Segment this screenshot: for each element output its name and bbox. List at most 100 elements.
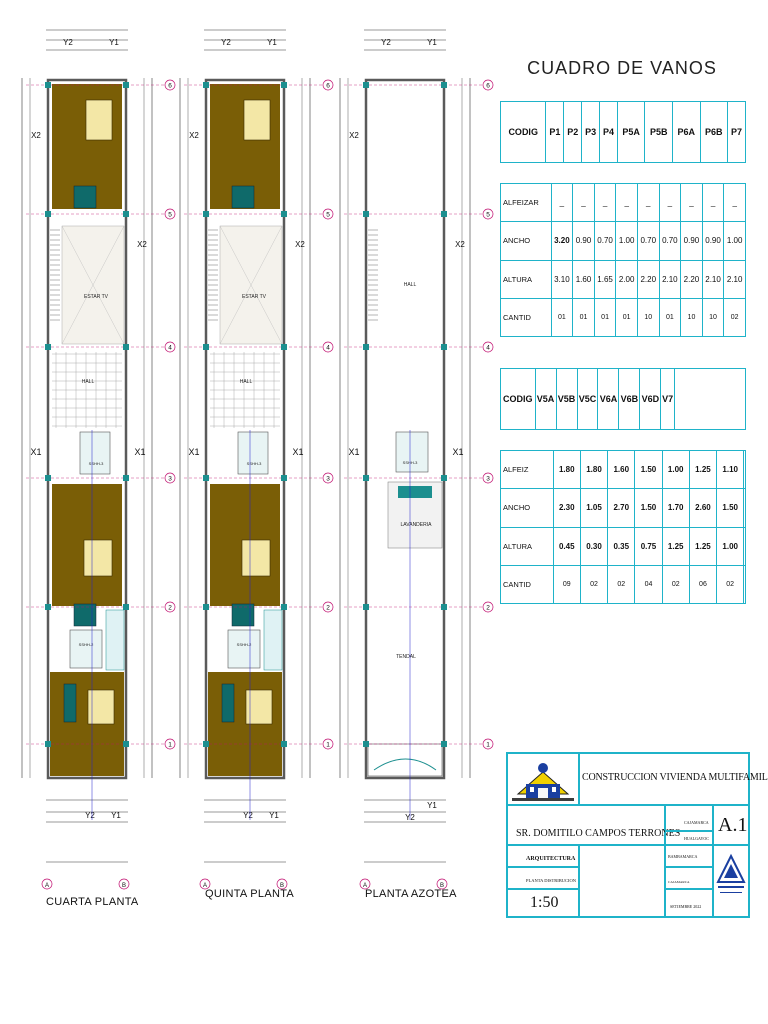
blank-cell [579,845,665,917]
axis-bubble [482,79,494,91]
specialty-value: ARQUITECTURA [526,856,576,862]
axis-bubble [482,472,494,484]
value-cell: 0.35 [607,526,636,566]
column [203,475,209,481]
floor-pattern [61,225,125,345]
planter-curve [373,758,437,771]
room-label-hall: HALL [404,282,417,288]
axis-number: 6 [326,83,330,90]
column [363,344,369,350]
specialty-cell: ARQUITECTURA [507,845,579,867]
column [363,741,369,747]
hall-tiles [210,352,280,428]
col-label-a: A [45,883,49,889]
column [45,344,51,350]
axis-bubble [164,341,176,353]
sheet-number-cell: A.1 [713,805,749,845]
axis-bubble [164,738,176,750]
value-cell: 1.00 [723,221,746,261]
axis-number: 5 [326,212,330,219]
code-cell: V7 [660,368,675,430]
room-label-sshh-3: SSHH-3 [247,461,262,466]
axis-bubble [482,738,494,750]
x1-mark: X1 [348,447,359,457]
y2-mark-bottom: Y2 [243,811,253,820]
value-cell: 2.30 [552,488,581,528]
value-cell: 1.50 [716,488,745,528]
column [203,344,209,350]
value-cell: 02 [723,297,746,338]
value-cell: 09 [552,564,581,605]
column [123,604,129,610]
axis-number: 3 [168,476,172,483]
value-cell: 3.10 [550,259,574,299]
column [123,741,129,747]
value-cell: 01 [593,297,617,338]
axis-number: 4 [326,345,330,352]
exterior-wall [204,78,286,780]
value-cell: 0.75 [634,526,663,566]
firm-logo-icon [716,853,746,893]
value-cell: 10 [636,297,660,338]
axis-bubble [164,208,176,220]
axis-number: 2 [326,605,330,612]
bed [85,99,113,141]
col-label-b: B [280,883,284,889]
value-cell: 0.30 [579,526,609,566]
scale-cell: 1:50 [507,889,579,917]
district-value: HUALGAYOC [684,836,709,841]
value-cell: 0.90 [572,221,595,261]
value-cell: 2.70 [607,488,636,528]
code-cell: V5B [555,368,578,430]
row-label: CANTID [500,297,552,338]
scale-value: 1:50 [530,894,559,911]
hall-tiles [52,352,122,428]
x2-mark-right: X2 [455,240,465,249]
building-logo-icon [508,754,578,804]
column [441,604,447,610]
value-cell: 02 [579,564,609,605]
col-bubble-b [118,878,130,890]
y2-mark-bottom: Y2 [405,813,415,822]
location-cell: CAJAMARCA [665,867,713,889]
column [45,475,51,481]
value-cell: 10 [701,297,725,338]
x1-mark-right: X1 [452,447,463,457]
axis-number: 1 [168,742,172,749]
value-cell: 10 [680,297,703,338]
column [281,344,287,350]
y2-mark: Y2 [221,38,231,47]
axis-number: 1 [486,742,490,749]
bed [243,99,271,141]
column [123,475,129,481]
floor-pattern [219,225,283,345]
code-cell: V5C [576,368,599,430]
province-cell: BAMBAMARCA [665,845,713,867]
axis-number: 5 [486,212,490,219]
axis-bubble [322,341,334,353]
room-label-sshh-2: SSHH-2 [79,642,94,647]
date-value: SETIEMBRE 2022 [670,904,702,909]
value-cell: 2.00 [615,259,638,299]
column [281,82,287,88]
column [123,82,129,88]
column [45,211,51,217]
row-label: ALTURA [500,259,552,299]
row-label: ALTURA [500,526,554,566]
column [203,604,209,610]
col-bubble-b [276,878,288,890]
column [123,211,129,217]
value-cell: 2.10 [701,259,725,299]
value-cell: _ [550,182,574,223]
value-cell: _ [701,182,725,223]
value-cell: 04 [634,564,663,605]
col-label-b: B [122,883,126,889]
bathroom-3 [79,431,111,475]
x1-mark-right: X1 [292,447,303,457]
